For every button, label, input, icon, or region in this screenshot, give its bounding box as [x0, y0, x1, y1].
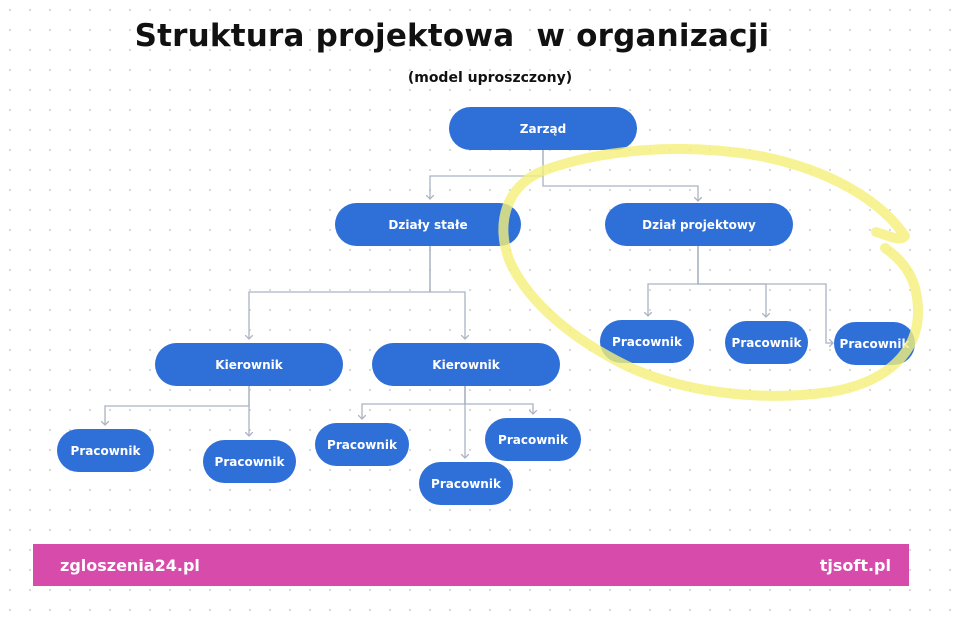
connector-zarzad-dzialy-stale: [430, 150, 544, 199]
diagram-subtitle: (model uproszczony): [407, 70, 573, 86]
connector-zarzad-dzial-projektowy: [542, 150, 698, 201]
footer-right-text: tjsoft.pl: [819, 555, 891, 575]
connector-projektowy-pracownik-b: [697, 246, 766, 317]
node-pracownik-k2-c: Pracownik: [485, 418, 581, 461]
footer-left-text: zgloszenia24.pl: [60, 555, 200, 575]
node-pracownik-p-a: Pracownik: [600, 320, 694, 363]
diagram-title: Struktura projektowa w organizacji: [134, 18, 770, 54]
connector-dzialy-kierownik-2: [429, 246, 465, 339]
node-dzialy-stale: Działy stałe: [335, 203, 521, 246]
connector-projektowy-pracownik-a: [648, 246, 699, 316]
node-pracownik-p-c: Pracownik: [834, 322, 915, 365]
footer-banner: zgloszenia24.pl tjsoft.pl: [33, 544, 909, 586]
node-kierownik-2: Kierownik: [372, 343, 560, 386]
node-pracownik-p-b: Pracownik: [725, 321, 808, 364]
connector-kierownik-2-pracownik-a: [362, 386, 466, 419]
node-pracownik-k2-a: Pracownik: [315, 423, 409, 466]
connector-kierownik-1-pracownik-a: [105, 386, 250, 425]
node-pracownik-k1-b: Pracownik: [203, 440, 296, 483]
node-pracownik-k1-a: Pracownik: [57, 429, 154, 472]
node-zarzad: Zarząd: [449, 107, 637, 150]
node-dzial-projektowy: Dział projektowy: [605, 203, 793, 246]
connector-kierownik-2-pracownik-c: [464, 386, 533, 414]
node-pracownik-k2-b: Pracownik: [419, 462, 513, 505]
node-kierownik-1: Kierownik: [155, 343, 343, 386]
connector-dzialy-kierownik-1: [249, 246, 431, 339]
